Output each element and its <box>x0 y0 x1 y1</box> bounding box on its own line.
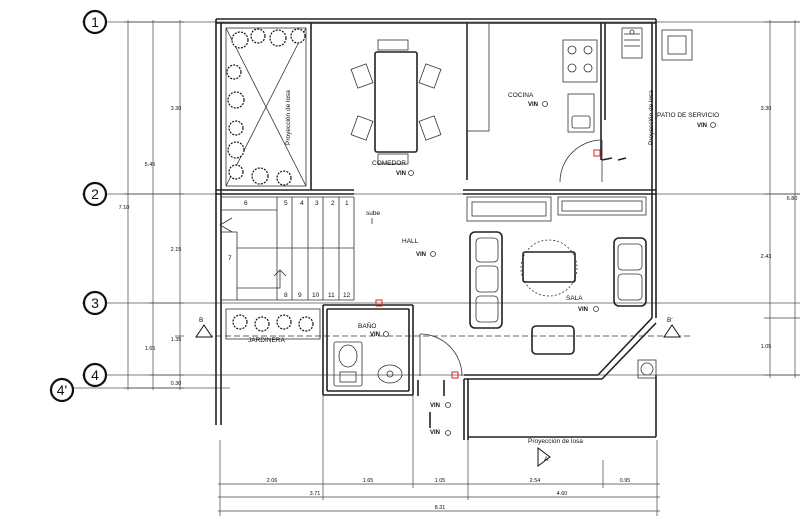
dim-bottom-095: 0.95 <box>620 478 631 484</box>
stair-num-8: 8 <box>284 292 288 299</box>
jardinera-label: JARDINERA <box>248 337 286 344</box>
axis-4p-marker: 4' <box>49 377 75 403</box>
dim-bottom-371: 3.71 <box>310 491 321 497</box>
dim-bottom-165: 1.65 <box>363 478 374 484</box>
dim-right-330: 3.30 <box>761 106 772 112</box>
stair-num-7: 7 <box>228 255 232 262</box>
axis-4-label: 4 <box>91 367 99 383</box>
axis-4p-label: 4' <box>57 382 67 398</box>
jardinera-top: Proyección de losa <box>225 27 307 187</box>
dim-bottom-254: 2.54 <box>530 478 541 484</box>
dim-bottom-105: 1.05 <box>435 478 446 484</box>
dim-bottom-831: 8.31 <box>435 505 446 511</box>
dim-left-545: 5.45 <box>145 162 156 168</box>
dim-bottom-460: 4.60 <box>557 491 568 497</box>
patio-label: PATIO DE SERVICIO <box>657 112 719 119</box>
stair-num-1: 1 <box>345 200 349 207</box>
stairs: 6 5 4 3 2 1 7 8 9 10 11 12 sube <box>219 197 380 300</box>
proy-losa-bottom: Proyección de losa <box>528 438 583 445</box>
stair-num-6: 6 <box>244 200 248 207</box>
vin-patio: VIN <box>697 123 707 129</box>
stair-num-4: 4 <box>300 200 304 207</box>
axis-4-marker: 4 <box>82 362 108 388</box>
vin-sala: VIN <box>578 307 588 313</box>
axis-3-label: 3 <box>91 295 99 311</box>
cocina-label: COCINA <box>508 92 534 99</box>
sala-label: SALA <box>566 295 583 302</box>
bottom-dimensions: 2.06 1.65 1.05 2.54 0.95 3.71 4.60 8.31 <box>218 380 660 516</box>
hall-label: HALL <box>402 238 419 245</box>
dim-left-135: 1.35 <box>171 337 182 343</box>
dim-left-710: 7.10 <box>119 205 130 211</box>
axis-3-marker: 3 <box>82 290 108 316</box>
cocina-room: COCINA VIN <box>466 22 598 133</box>
section-bp-label: B' <box>667 317 673 324</box>
axis-2-label: 2 <box>91 186 99 202</box>
right-dimensions: 3.30 6.80 2.43 1.05 <box>761 20 800 378</box>
vin-comedor: VIN <box>396 171 406 177</box>
bano-room: BAÑO VIN <box>333 299 463 387</box>
stair-num-2: 2 <box>331 200 335 207</box>
stair-num-9: 9 <box>298 292 302 299</box>
stair-num-12: 12 <box>343 292 351 299</box>
patio-servicio: Proyección de losa PATIO DE SERVICIO VIN <box>559 27 719 183</box>
dim-right-680: 6.80 <box>787 196 798 202</box>
dim-left-215: 2.15 <box>171 247 182 253</box>
section-b-label: B <box>199 317 203 324</box>
proy-losa-vertical-1: Proyección de losa <box>285 90 292 145</box>
hall-area: HALL VIN <box>371 218 436 258</box>
dim-left-330: 3.30 <box>171 106 182 112</box>
axis-1-marker: 1 <box>82 9 108 35</box>
stair-num-3: 3 <box>315 200 319 207</box>
vin-cocina: VIN <box>528 102 538 108</box>
dim-left-165: 1.65 <box>145 346 156 352</box>
sube-label: sube <box>366 210 380 217</box>
sala-room: SALA VIN <box>466 196 657 379</box>
stair-num-5: 5 <box>284 200 288 207</box>
stair-num-10: 10 <box>312 292 320 299</box>
left-dimensions: 3.30 5.45 7.10 2.15 1.65 1.35 0.30 <box>119 20 184 390</box>
section-markers: B B' A' <box>195 317 690 467</box>
jardinera-bottom: JARDINERA <box>225 308 321 344</box>
stair-num-11: 11 <box>328 292 335 299</box>
bano-label: BAÑO <box>358 321 376 330</box>
entry-area: VIN VIN Proyección de losa <box>417 380 583 445</box>
vin-entry-1: VIN <box>430 403 440 409</box>
proy-losa-vertical-2: Proyección de losa <box>648 90 655 145</box>
vin-bano: VIN <box>370 332 380 338</box>
grid-axes: 1 2 3 4 4' <box>49 9 800 403</box>
vin-entry-2: VIN <box>430 430 440 436</box>
dim-right-105: 1.05 <box>761 344 772 350</box>
dim-left-030: 0.30 <box>171 381 182 387</box>
axis-1-label: 1 <box>91 14 99 30</box>
comedor-label: COMEDOR <box>372 160 406 167</box>
section-ap-label: A' <box>544 456 550 463</box>
dim-right-243: 2.43 <box>761 254 772 260</box>
axis-2-marker: 2 <box>82 181 108 207</box>
comedor-room: COMEDOR VIN <box>350 39 442 177</box>
vin-hall: VIN <box>416 252 426 258</box>
dim-bottom-206: 2.06 <box>267 478 278 484</box>
